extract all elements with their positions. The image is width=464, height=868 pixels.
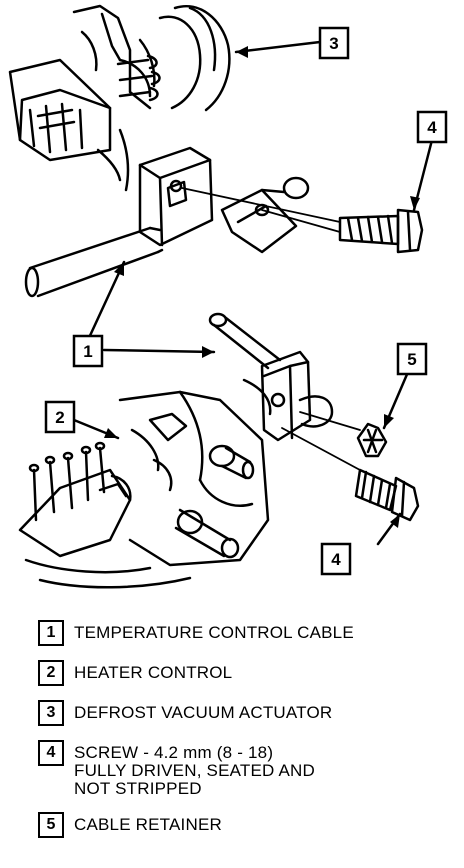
svg-text:4: 4 xyxy=(427,118,437,137)
legend-number-box: 3 xyxy=(38,700,64,726)
legend-description-line: HEATER CONTROL xyxy=(74,663,233,682)
legend-description-line: FULLY DRIVEN, SEATED AND xyxy=(74,761,315,780)
legend-item-5: 5 CABLE RETAINER xyxy=(38,812,458,838)
svg-text:4: 4 xyxy=(331,550,341,569)
svg-text:3: 3 xyxy=(329,34,338,53)
legend-number-box: 5 xyxy=(38,812,64,838)
legend-description: DEFROST VACUUM ACTUATOR xyxy=(74,700,332,722)
cable-retainer-part xyxy=(356,422,388,458)
parts-legend: 1 TEMPERATURE CONTROL CABLE 2 HEATER CONTRO… xyxy=(38,620,458,852)
screw-lower xyxy=(354,468,420,522)
legend-description: CABLE RETAINER xyxy=(74,812,222,834)
legend-description-line: NOT STRIPPED xyxy=(74,779,202,798)
callout-3: 3 xyxy=(318,26,350,60)
legend-description-line: DEFROST VACUUM ACTUATOR xyxy=(74,703,333,722)
screw-upper xyxy=(338,208,424,254)
legend-item-1: 1 TEMPERATURE CONTROL CABLE xyxy=(38,620,458,646)
callout-1: 1 xyxy=(72,334,104,368)
defrost-vacuum-actuator-drawing xyxy=(8,4,231,192)
legend-item-3: 3 DEFROST VACUUM ACTUATOR xyxy=(38,700,458,726)
callout-2: 2 xyxy=(44,400,76,434)
svg-text:5: 5 xyxy=(407,350,416,369)
cable-bracket-upper xyxy=(24,146,341,298)
legend-number-box: 4 xyxy=(38,740,64,766)
legend-description: SCREW - 4.2 mm (8 - 18)FULLY DRIVEN, SEA… xyxy=(74,740,315,798)
callout-4-upper: 4 xyxy=(416,110,448,144)
legend-description: HEATER CONTROL xyxy=(74,660,232,682)
exploded-view-diagram: 3 4 1 5 2 4 xyxy=(8,4,448,589)
leader-arrowheads xyxy=(104,46,420,528)
legend-number-box: 1 xyxy=(38,620,64,646)
legend-item-2: 2 HEATER CONTROL xyxy=(38,660,458,686)
legend-item-4: 4 SCREW - 4.2 mm (8 - 18)FULLY DRIVEN, SE… xyxy=(38,740,458,798)
legend-description-line: CABLE RETAINER xyxy=(74,815,222,834)
callout-4-lower: 4 xyxy=(320,542,352,576)
legend-description: TEMPERATURE CONTROL CABLE xyxy=(74,620,354,642)
callout-5: 5 xyxy=(396,342,428,376)
svg-text:1: 1 xyxy=(83,342,92,361)
heater-control-drawing xyxy=(18,312,361,589)
legend-description-line: SCREW - 4.2 mm (8 - 18) xyxy=(74,743,274,762)
legend-number-box: 2 xyxy=(38,660,64,686)
legend-description-line: TEMPERATURE CONTROL CABLE xyxy=(74,623,354,642)
svg-text:2: 2 xyxy=(55,408,64,427)
